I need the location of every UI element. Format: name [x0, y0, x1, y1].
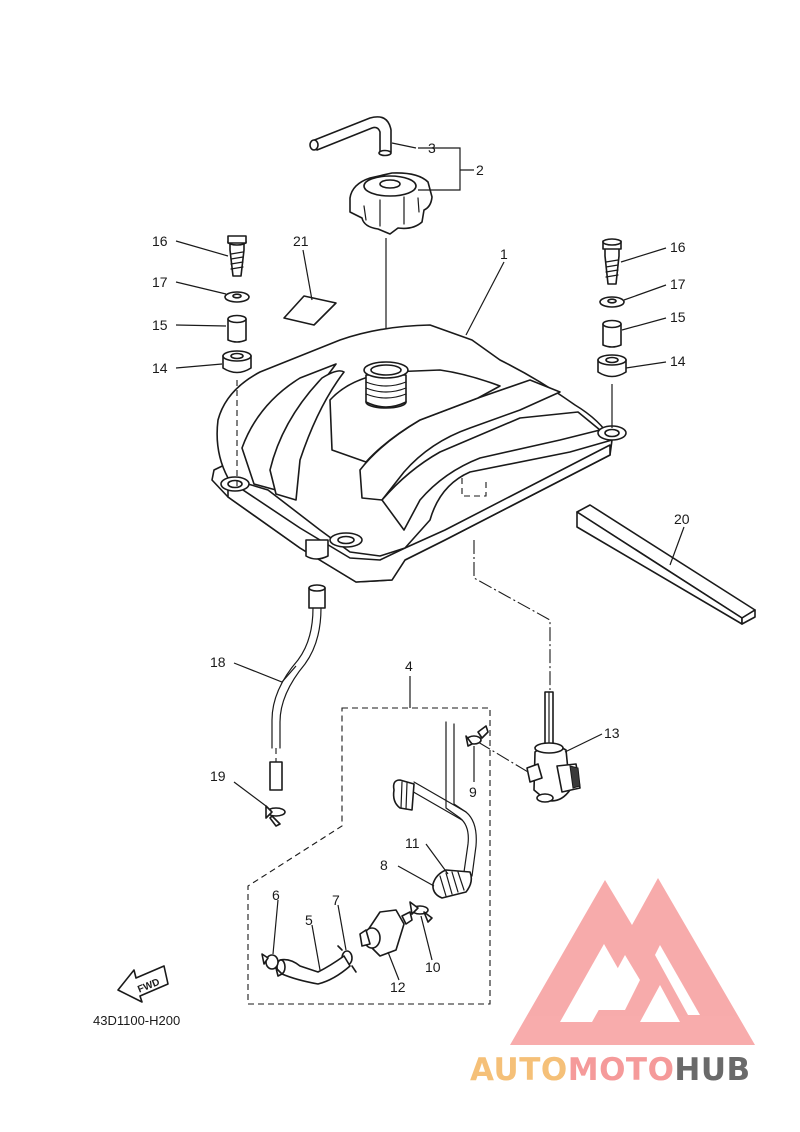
- leader-lines: [175, 142, 685, 981]
- callout-11: 11: [405, 835, 420, 851]
- callout-12: 12: [390, 979, 406, 995]
- part-12-fuel-filter: [359, 909, 413, 957]
- diagram-code: 43D1100-H200: [93, 1013, 180, 1028]
- callout-14-left: 14: [152, 360, 168, 376]
- part-1-fuel-tank: [211, 324, 627, 583]
- part-13-fuel-cock: [526, 691, 581, 803]
- callout-17-right: 17: [670, 276, 686, 292]
- logo-inner-cut-2: [655, 945, 700, 1015]
- brand-wordmark: AUTOMOTOHUB: [470, 1052, 751, 1088]
- left-mount-hardware: [222, 235, 252, 374]
- logo-inner-cut: [595, 955, 640, 1010]
- callout-20: 20: [674, 511, 690, 527]
- callout-15-left: 15: [152, 317, 168, 333]
- callout-18: 18: [210, 654, 226, 670]
- callout-7: 7: [332, 892, 340, 908]
- logo-triangle-outer: [510, 878, 755, 1045]
- part-4-kit-boundary: [247, 707, 491, 1005]
- part-20-strip: [576, 504, 756, 625]
- part-5-hose: [276, 955, 351, 985]
- fwd-arrow-icon: FWD: [117, 965, 169, 1003]
- callout-1: 1: [500, 246, 508, 262]
- right-mount-hardware: [597, 238, 627, 378]
- part-11-fuel-hose: [392, 721, 477, 899]
- callout-14-right: 14: [670, 353, 686, 369]
- callout-5: 5: [305, 912, 313, 928]
- callout-numbers: 3 2 1 16 17 15 14 21 16 17 15 14 20 18 4…: [152, 140, 690, 995]
- part-3-breather-hose: [309, 116, 392, 157]
- part-6-clip: [261, 953, 283, 977]
- part-2-fuel-cap: [349, 172, 433, 235]
- brand-hub: HUB: [674, 1052, 750, 1088]
- part-9-clip: [465, 725, 489, 747]
- callout-21: 21: [293, 233, 309, 249]
- svg-text:AUTOMOTOHUB: AUTOMOTOHUB: [470, 1052, 751, 1088]
- part-21-label: [283, 295, 337, 326]
- callout-17-left: 17: [152, 274, 168, 290]
- callout-16-left: 16: [152, 233, 168, 249]
- part-19-hose-clip: [265, 805, 286, 827]
- part-18-fuel-hose: [269, 584, 326, 791]
- callout-6: 6: [272, 887, 280, 903]
- callout-19: 19: [210, 768, 226, 784]
- brand-auto: AUTO: [470, 1052, 568, 1088]
- callout-15-right: 15: [670, 309, 686, 325]
- callout-2: 2: [476, 162, 484, 178]
- brand-moto: MOTO: [568, 1052, 675, 1088]
- callout-3: 3: [428, 140, 436, 156]
- callout-8: 8: [380, 857, 388, 873]
- callout-16-right: 16: [670, 239, 686, 255]
- callout-9: 9: [469, 784, 477, 800]
- callout-4: 4: [405, 658, 413, 674]
- callout-10: 10: [425, 959, 441, 975]
- watermark-logo: [510, 878, 755, 1045]
- callout-13: 13: [604, 725, 620, 741]
- part-10-clip: [409, 901, 433, 923]
